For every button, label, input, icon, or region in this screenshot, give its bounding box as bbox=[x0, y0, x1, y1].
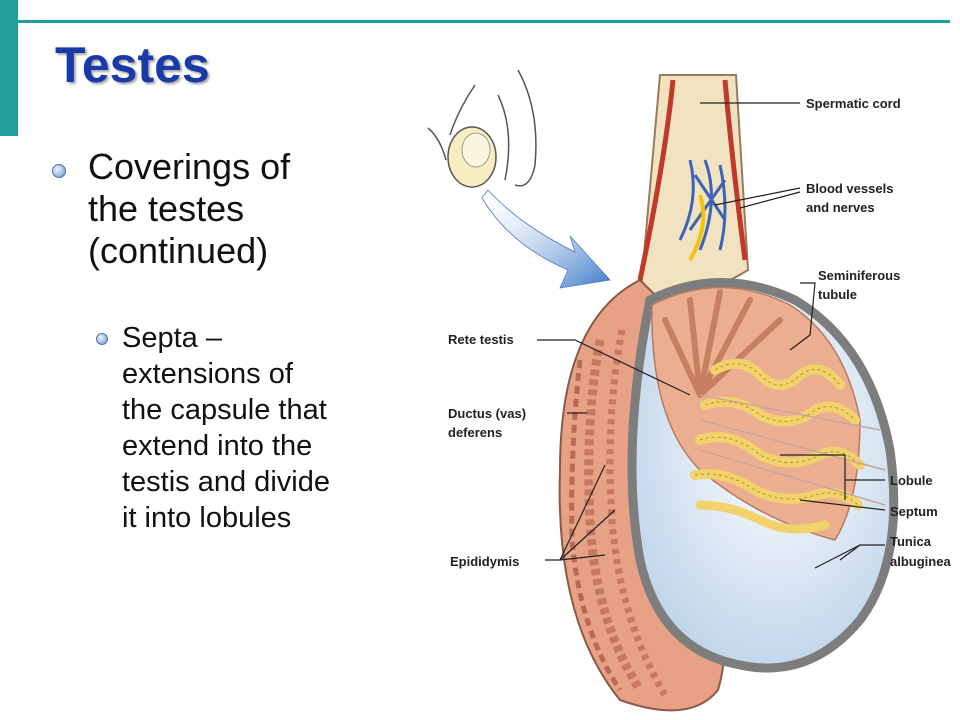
label-ductus-line2: deferens bbox=[448, 425, 502, 440]
bullet-level-1-text: Coverings of the testes (continued) bbox=[88, 146, 291, 271]
label-seminiferous-line1: Seminiferous bbox=[818, 268, 900, 283]
label-blood-vessels-line1: Blood vessels bbox=[806, 181, 893, 196]
bullet-level-2-text: Septa – extensions of the capsule that e… bbox=[122, 322, 330, 534]
sub-bullet-dot-icon bbox=[96, 333, 108, 345]
slide-title: Testes bbox=[55, 37, 210, 93]
label-septum: Septum bbox=[890, 504, 938, 519]
label-blood-vessels-line2: and nerves bbox=[806, 200, 875, 215]
label-epididymis: Epididymis bbox=[450, 554, 519, 569]
label-spermatic-cord: Spermatic cord bbox=[806, 96, 901, 111]
pointer-arrow bbox=[481, 189, 611, 289]
testis-anatomy-figure: Spermatic cord Blood vessels and nerves … bbox=[427, 69, 951, 712]
locator-inset bbox=[427, 69, 537, 188]
leader-lines bbox=[537, 102, 886, 569]
label-lobule: Lobule bbox=[890, 473, 933, 488]
bullet-dot-icon bbox=[52, 164, 66, 178]
spermatic-cord bbox=[637, 74, 750, 302]
label-tunica-line2: albuginea bbox=[890, 554, 951, 569]
label-tunica-line1: Tunica bbox=[890, 534, 932, 549]
accent-horizontal-line bbox=[18, 20, 950, 23]
label-ductus-line1: Ductus (vas) bbox=[448, 406, 526, 421]
accent-vertical-bar bbox=[0, 0, 18, 136]
label-seminiferous-line2: tubule bbox=[818, 287, 857, 302]
label-rete-testis: Rete testis bbox=[448, 332, 514, 347]
testis-capsule bbox=[627, 278, 899, 673]
